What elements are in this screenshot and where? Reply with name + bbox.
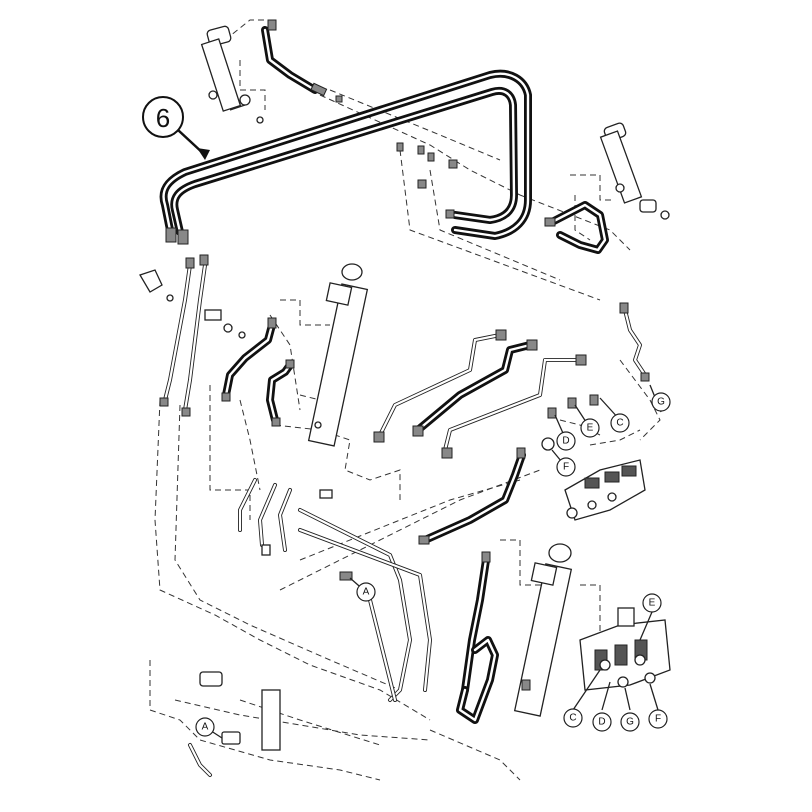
- right-fittings: [541, 394, 599, 451]
- control-valve-upper: [564, 459, 646, 521]
- valve-supply-hose: [418, 447, 526, 545]
- main-hose-item-6: [159, 69, 532, 245]
- center-steel-lines: [373, 329, 587, 459]
- svg-text:C: C: [616, 418, 623, 429]
- callout-d-lower: [592, 712, 612, 732]
- upper-right-hose: [544, 201, 609, 254]
- upper-right-cylinder: [599, 122, 670, 220]
- svg-text:D: D: [598, 717, 605, 728]
- upper-small-hose: [261, 19, 328, 97]
- svg-text:D: D: [562, 436, 569, 447]
- callout-g-upper: [651, 392, 671, 412]
- svg-text:C: C: [569, 713, 576, 724]
- middle-cylinder: [307, 263, 369, 447]
- callouts: G C E D F A A E C D G F: [195, 384, 671, 739]
- lower-left-bracket: [188, 571, 353, 777]
- lower-center-hoses: [456, 551, 531, 724]
- middle-left-hoses: [221, 317, 295, 427]
- lower-cylinder: [513, 543, 573, 717]
- callout-c-upper: [610, 413, 630, 433]
- callout-g-lower: [620, 712, 640, 732]
- upper-fittings: [335, 95, 458, 219]
- callout-e-upper: [580, 418, 600, 438]
- svg-text:E: E: [587, 423, 594, 434]
- callout-c-lower: [563, 708, 583, 728]
- callout-d-upper: [556, 431, 576, 451]
- center-hose: [412, 339, 538, 437]
- svg-text:F: F: [655, 714, 661, 725]
- dashed-routing-lines: [149, 19, 661, 781]
- svg-text:A: A: [202, 722, 209, 733]
- svg-text:E: E: [649, 598, 656, 609]
- control-valve-lower: [579, 607, 671, 691]
- callout-a-lower: [195, 717, 215, 737]
- callout-f-upper: [556, 457, 576, 477]
- right-small-tube: [619, 302, 650, 382]
- svg-text:G: G: [657, 397, 665, 408]
- callout-f-lower: [648, 709, 668, 729]
- svg-text:A: A: [363, 587, 370, 598]
- callout-a-mid: [356, 582, 376, 602]
- left-bracket: [139, 269, 246, 339]
- svg-text:G: G: [626, 717, 634, 728]
- upper-left-cylinder: [200, 25, 264, 124]
- left-steel-lines: [159, 254, 209, 417]
- lower-left-steel-lines: [238, 478, 432, 702]
- item-6-callout: 6: [142, 96, 210, 160]
- item-6-label: 6: [156, 103, 170, 133]
- callout-e-lower: [642, 593, 662, 613]
- svg-text:F: F: [563, 462, 569, 473]
